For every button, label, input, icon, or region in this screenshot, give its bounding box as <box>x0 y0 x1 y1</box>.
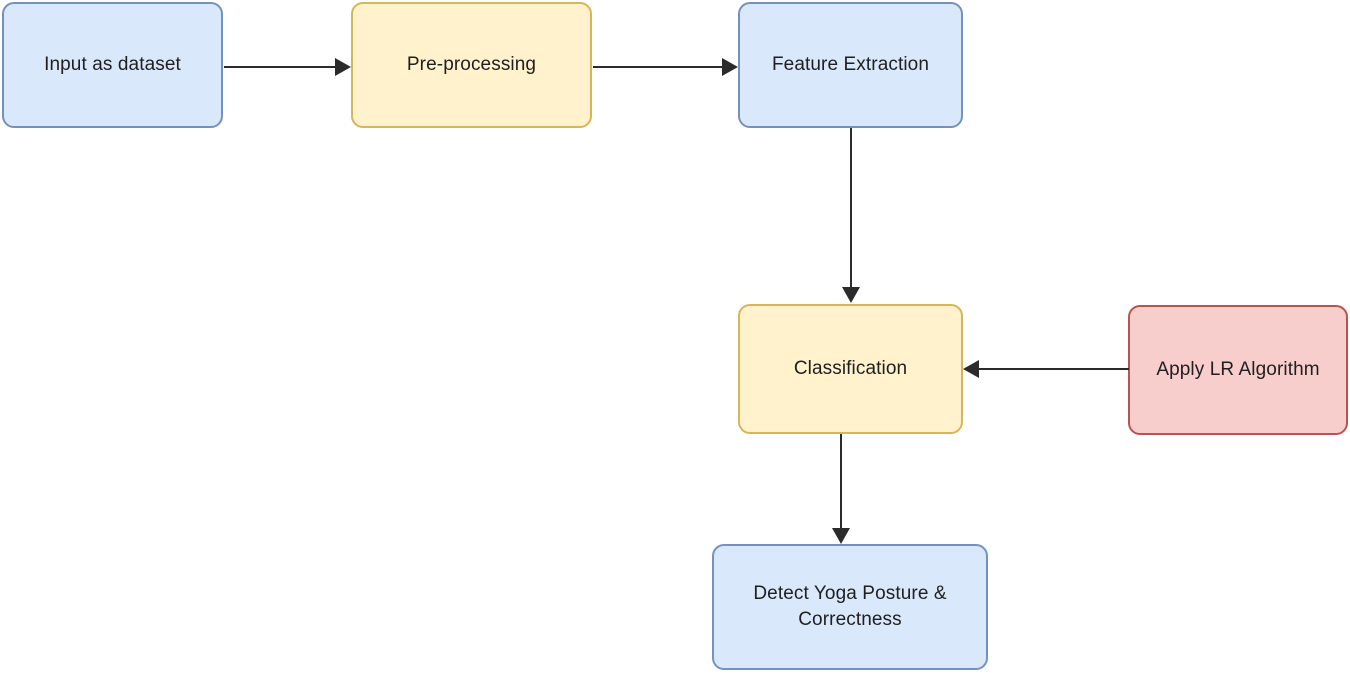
arrowhead-apply-lr-to-classification-icon <box>963 360 979 378</box>
node-apply-lr-algorithm-label: Apply LR Algorithm <box>1156 359 1320 381</box>
node-detect-yoga-posture-label-line1: Detect Yoga Posture & <box>753 583 947 605</box>
edge-feature-to-classification <box>850 128 852 288</box>
arrowhead-classification-to-detect-icon <box>832 528 850 544</box>
node-classification[interactable]: Classification <box>738 304 963 434</box>
node-detect-yoga-posture[interactable]: Detect Yoga Posture & Correctness <box>712 544 988 670</box>
arrowhead-preprocessing-to-feature-icon <box>722 58 738 76</box>
node-classification-label: Classification <box>793 358 908 380</box>
node-feature-extraction-label: Feature Extraction <box>771 54 930 76</box>
node-input-as-dataset[interactable]: Input as dataset <box>2 2 223 128</box>
node-input-as-dataset-label: Input as dataset <box>44 54 181 76</box>
arrowhead-input-to-preprocessing-icon <box>335 58 351 76</box>
node-apply-lr-algorithm[interactable]: Apply LR Algorithm <box>1128 305 1348 435</box>
edge-preprocessing-to-feature <box>593 66 723 68</box>
node-feature-extraction[interactable]: Feature Extraction <box>738 2 963 128</box>
edge-classification-to-detect <box>840 434 842 529</box>
edge-input-to-preprocessing <box>224 66 336 68</box>
arrowhead-feature-to-classification-icon <box>842 287 860 303</box>
edge-apply-lr-to-classification <box>979 368 1129 370</box>
node-pre-processing[interactable]: Pre-processing <box>351 2 592 128</box>
node-detect-yoga-posture-label-line2: Correctness <box>798 609 902 630</box>
node-pre-processing-label: Pre-processing <box>406 54 537 76</box>
